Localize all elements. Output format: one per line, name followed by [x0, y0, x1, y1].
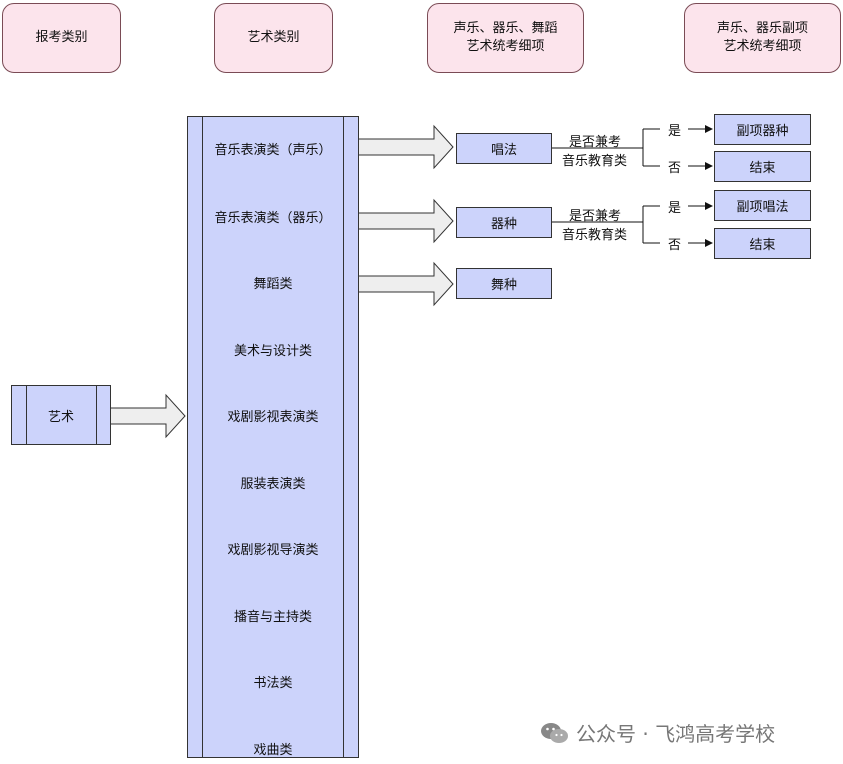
watermark: 公众号 · 飞鸿高考学校	[540, 718, 775, 747]
source-node-label: 艺术	[47, 409, 74, 425]
outcome-end-vocal: 结束	[714, 151, 811, 182]
category-fine-arts: 美术与设计类	[233, 344, 312, 359]
category-vocal: 音乐表演类（声乐）	[214, 143, 332, 158]
wechat-icon	[541, 722, 568, 743]
detail-instrument-type: 器种	[456, 207, 552, 238]
question-vocal-line1: 是否兼考	[569, 135, 622, 150]
no-label-vocal: 否	[668, 161, 682, 176]
outcome-secondary-instrument: 副项器种	[714, 114, 811, 145]
category-drama-directing: 戏剧影视导演类	[227, 543, 319, 558]
header-exam-category: 报考类别	[2, 3, 121, 73]
header-secondary-subitems: 声乐、器乐副项 艺术统考细项	[684, 3, 841, 73]
watermark-text: 公众号 · 飞鸿高考学校	[576, 722, 776, 746]
category-broadcasting: 播音与主持类	[233, 610, 312, 625]
yes-label-instr: 是	[668, 201, 682, 216]
question-vocal-line2: 音乐教育类	[562, 154, 628, 169]
header-art-category: 艺术类别	[214, 3, 333, 73]
yes-label-vocal: 是	[668, 124, 682, 139]
category-drama-acting: 戏剧影视表演类	[227, 410, 319, 425]
category-calligraphy: 书法类	[253, 676, 293, 691]
category-fashion: 服装表演类	[240, 477, 306, 492]
question-instr-line1: 是否兼考	[569, 209, 622, 224]
outcome-secondary-singing: 副项唱法	[714, 190, 811, 221]
category-container	[187, 116, 359, 758]
source-node-art: 艺术	[11, 385, 111, 445]
header-main-subitems: 声乐、器乐、舞蹈 艺术统考细项	[427, 3, 584, 73]
question-instr-line2: 音乐教育类	[562, 228, 628, 243]
category-dance: 舞蹈类	[253, 277, 293, 292]
category-instrument: 音乐表演类（器乐）	[214, 211, 332, 226]
detail-dance-type: 舞种	[456, 268, 552, 299]
no-label-instr: 否	[668, 238, 682, 253]
outcome-end-instrument: 结束	[714, 228, 811, 259]
detail-singing-style: 唱法	[456, 133, 552, 164]
category-opera: 戏曲类	[253, 743, 293, 758]
